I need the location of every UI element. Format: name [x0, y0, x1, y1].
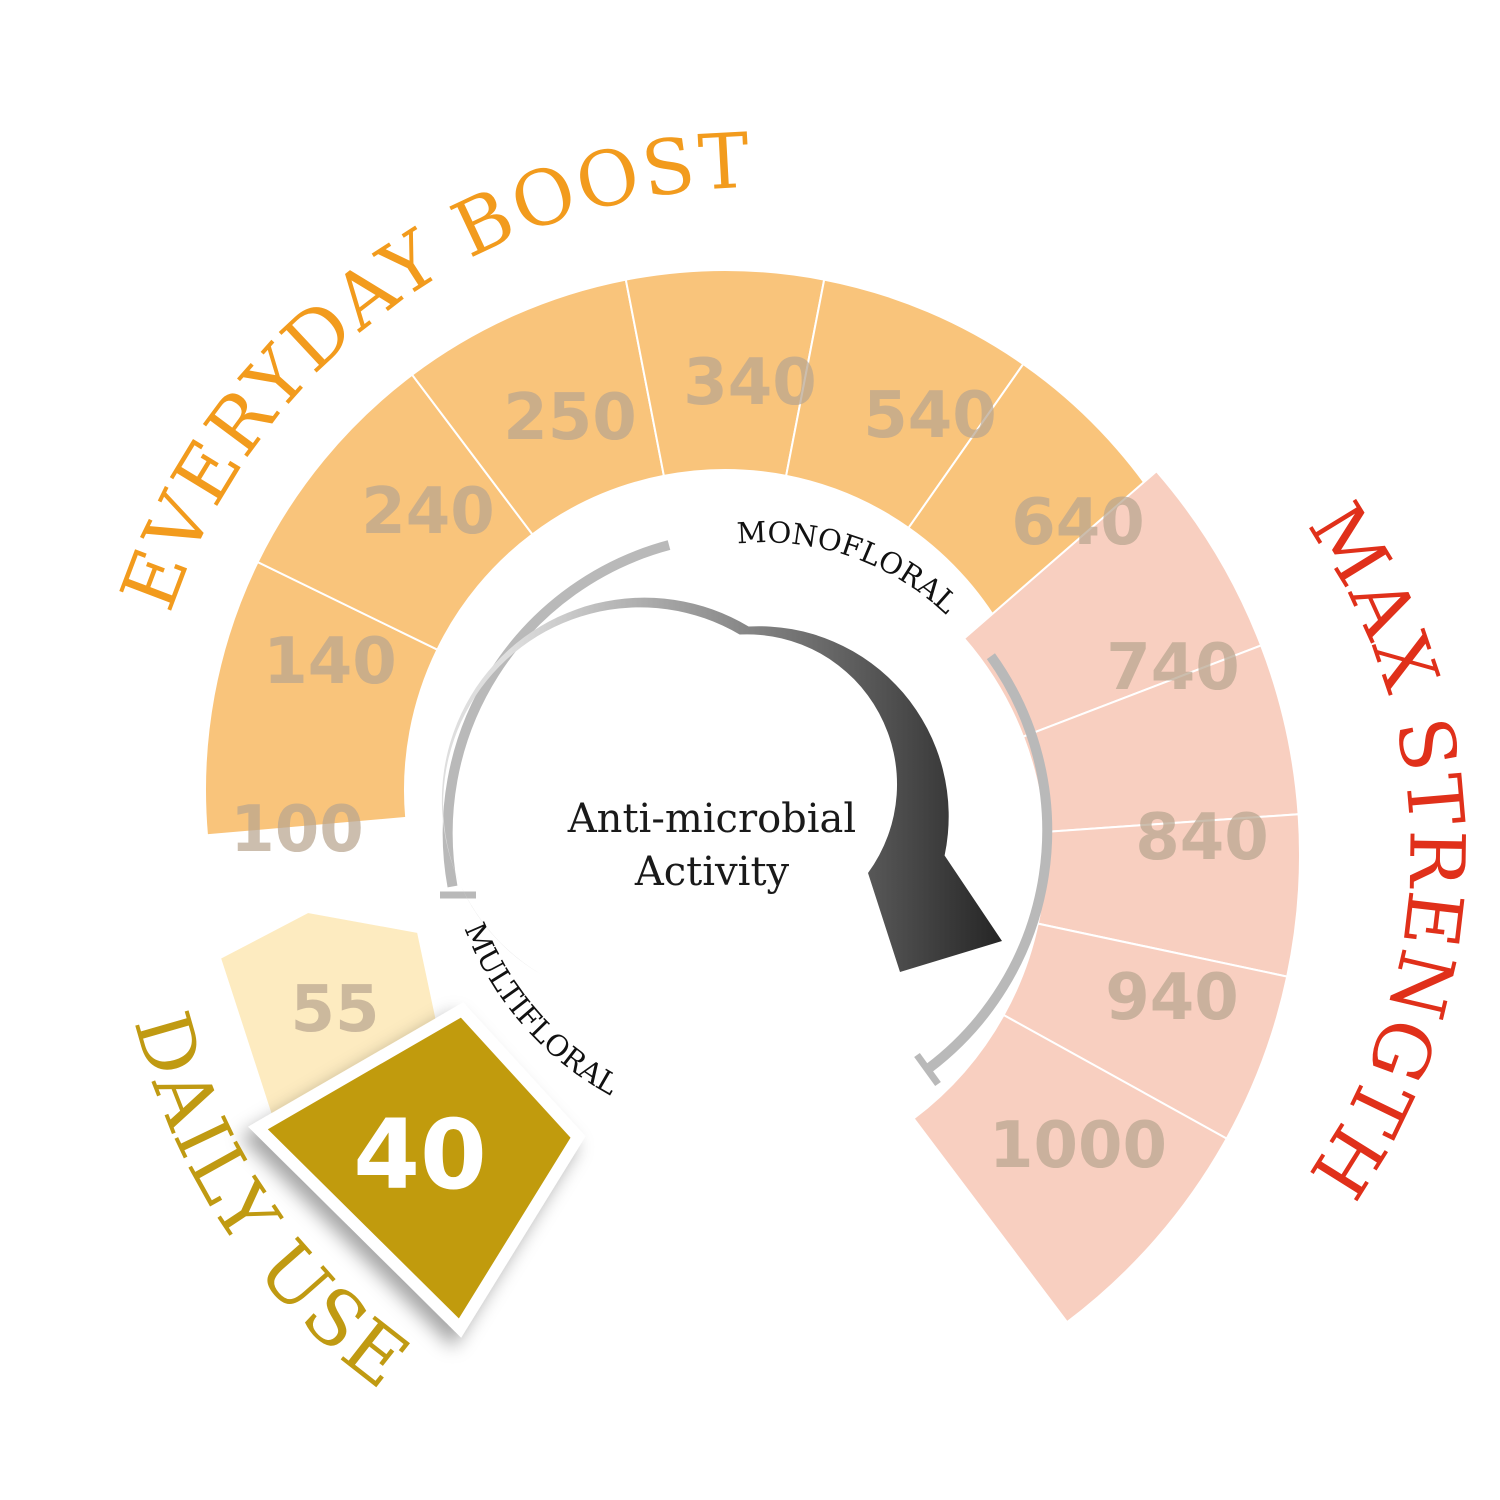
segment-value-340: 340: [683, 346, 817, 420]
center-title-line2: Activity: [634, 849, 790, 895]
active-segment-value: 40: [353, 1099, 487, 1211]
segment-value-1000: 1000: [989, 1109, 1167, 1183]
max-strength-label: MAX STRENGTH: [1291, 488, 1481, 1215]
active-segment: 40: [248, 1002, 586, 1338]
segment-value-740: 740: [1106, 631, 1240, 705]
max-strength-segments: 640 740 840 940 1000: [912, 469, 1301, 1324]
segment-value-540: 540: [863, 379, 997, 453]
segment-value-55: 55: [290, 973, 379, 1047]
segment-value-100: 100: [230, 793, 364, 867]
segment-value-840: 840: [1135, 801, 1269, 875]
max-segment-1000: [912, 1013, 1229, 1324]
segment-value-240: 240: [361, 475, 495, 549]
segment-value-640: 640: [1011, 486, 1145, 560]
activity-arrow-icon: [441, 597, 1003, 974]
active-segment-40: [248, 1002, 586, 1338]
multifloral-bracket: [442, 540, 671, 888]
segment-value-940: 940: [1105, 961, 1239, 1035]
segment-value-250: 250: [503, 381, 637, 455]
segment-value-140: 140: [263, 625, 397, 699]
monofloral-bracket: [925, 653, 1053, 1073]
monofloral-bracket-end: [914, 1052, 941, 1087]
center-title-line1: Anti-microbial: [567, 796, 856, 842]
